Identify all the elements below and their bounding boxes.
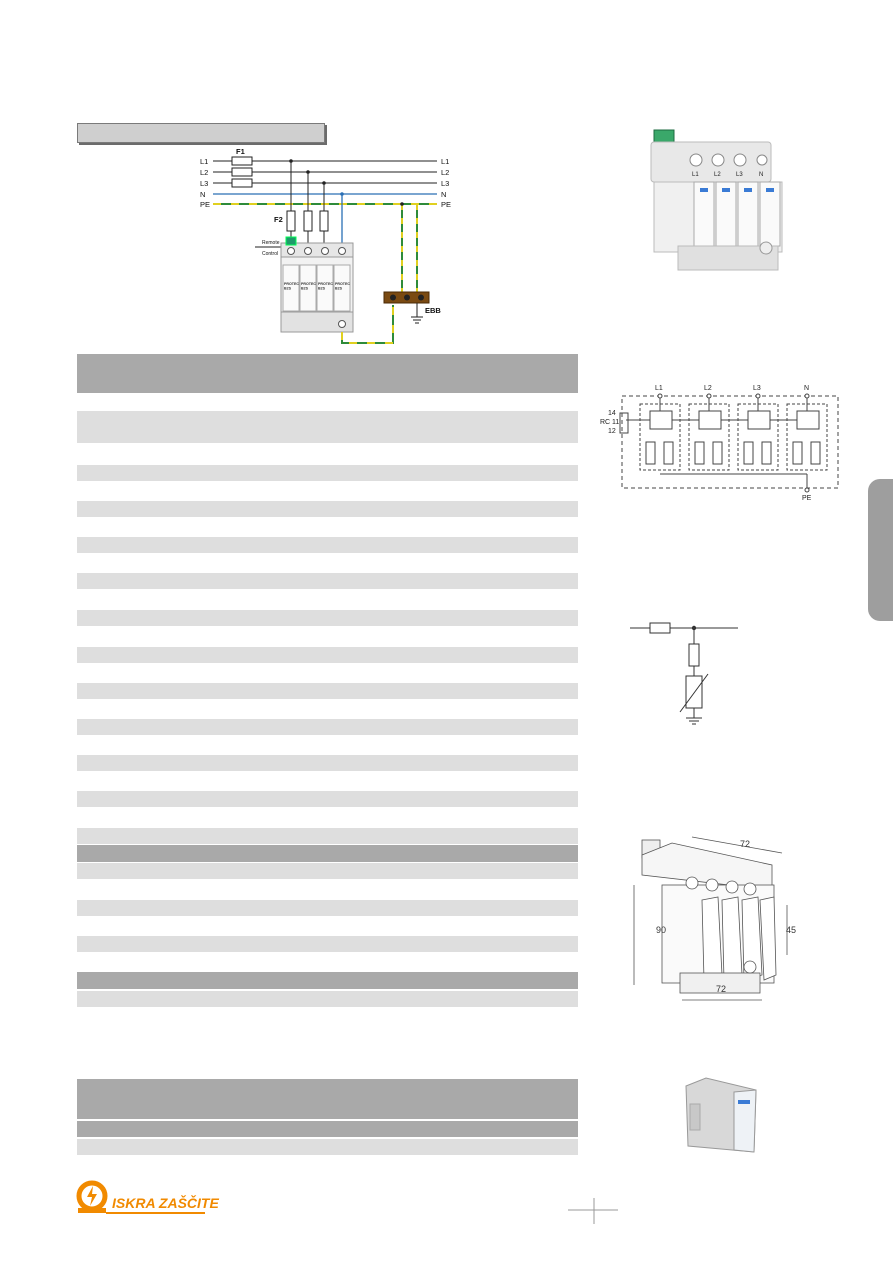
schematic-top-label-l3: L3 bbox=[753, 385, 761, 392]
circuit-symbol bbox=[630, 622, 738, 725]
dimension-label-left: 90 bbox=[656, 925, 666, 935]
wiring-left-label-l3: L3 bbox=[200, 179, 208, 188]
dimension-label-right: 45 bbox=[786, 925, 796, 935]
wiring-diagram: L1 L2 L3 N PE L1 L2 L3 N PE F1 F2 EBB Re… bbox=[200, 147, 451, 344]
wiring-right-label-l2: L2 bbox=[441, 168, 449, 177]
schematic-side-label-14: 14 bbox=[608, 410, 616, 417]
table-row bbox=[77, 719, 578, 735]
table-row bbox=[77, 1079, 578, 1119]
internal-schematic: L1 L2 L3 N 14 RC 11 12 PE bbox=[600, 385, 839, 502]
table-section-header bbox=[77, 845, 578, 862]
table-row bbox=[77, 537, 578, 553]
schematic-side-label-12: 12 bbox=[608, 428, 616, 435]
photo-terminal-label-l1: L1 bbox=[692, 172, 699, 178]
table-row bbox=[77, 828, 578, 844]
dimension-drawing: 72 90 45 72 bbox=[633, 836, 796, 1001]
table-row bbox=[77, 863, 578, 879]
table-row bbox=[77, 683, 578, 699]
schematic-side-label-rc11: RC 11 bbox=[600, 419, 619, 426]
photo-terminal-label-l2: L2 bbox=[714, 172, 721, 178]
wiring-right-label-pe: PE bbox=[441, 200, 451, 209]
schematic-top-label-n: N bbox=[804, 385, 809, 392]
wiring-right-label-l1: L1 bbox=[441, 157, 449, 166]
wiring-right-label-l3: L3 bbox=[441, 179, 449, 188]
table-row bbox=[77, 936, 578, 952]
table-row bbox=[77, 991, 578, 1007]
dimension-label-top: 72 bbox=[740, 839, 750, 849]
wiring-left-label-n: N bbox=[200, 190, 205, 199]
wiring-left-label-l2: L2 bbox=[200, 168, 208, 177]
table-section-header bbox=[77, 972, 578, 989]
control-label: Control bbox=[262, 251, 278, 257]
side-tab bbox=[868, 479, 893, 621]
table-row bbox=[77, 610, 578, 626]
table-row bbox=[77, 900, 578, 916]
dimension-label-bottom: 72 bbox=[716, 984, 726, 994]
brand-name: ISKRA ZAŠČITE bbox=[112, 1195, 219, 1211]
table-row bbox=[77, 1139, 578, 1155]
wiring-right-label-n: N bbox=[441, 190, 446, 199]
schematic-top-label-l2: L2 bbox=[704, 385, 712, 392]
schematic-top-label-l1: L1 bbox=[655, 385, 663, 392]
fuse-label-f1: F1 bbox=[236, 147, 245, 156]
table-row bbox=[77, 354, 578, 393]
table-row bbox=[77, 465, 578, 481]
schematic-bottom-label-pe: PE bbox=[802, 495, 812, 502]
section-header-bar bbox=[77, 123, 325, 143]
fuse-label-f2: F2 bbox=[274, 215, 283, 224]
brand-logo-icon bbox=[76, 1180, 108, 1213]
table-section-header bbox=[77, 1121, 578, 1137]
table-row bbox=[77, 647, 578, 663]
wiring-left-label-l1: L1 bbox=[200, 157, 208, 166]
table-row bbox=[77, 411, 578, 443]
photo-terminal-label-n: N bbox=[759, 172, 763, 178]
photo-terminal-label-l3: L3 bbox=[736, 172, 743, 178]
crop-mark bbox=[568, 1198, 618, 1224]
table-row bbox=[77, 501, 578, 517]
table-row bbox=[77, 791, 578, 807]
brand-underline bbox=[106, 1212, 205, 1214]
table-row bbox=[77, 755, 578, 771]
remote-label: Remote bbox=[262, 240, 280, 246]
table-row bbox=[77, 573, 578, 589]
wiring-left-label-pe: PE bbox=[200, 200, 210, 209]
module-photo bbox=[685, 1077, 757, 1153]
product-photo: L1 L2 L3 N bbox=[650, 129, 783, 271]
ebb-label: EBB bbox=[425, 306, 441, 315]
